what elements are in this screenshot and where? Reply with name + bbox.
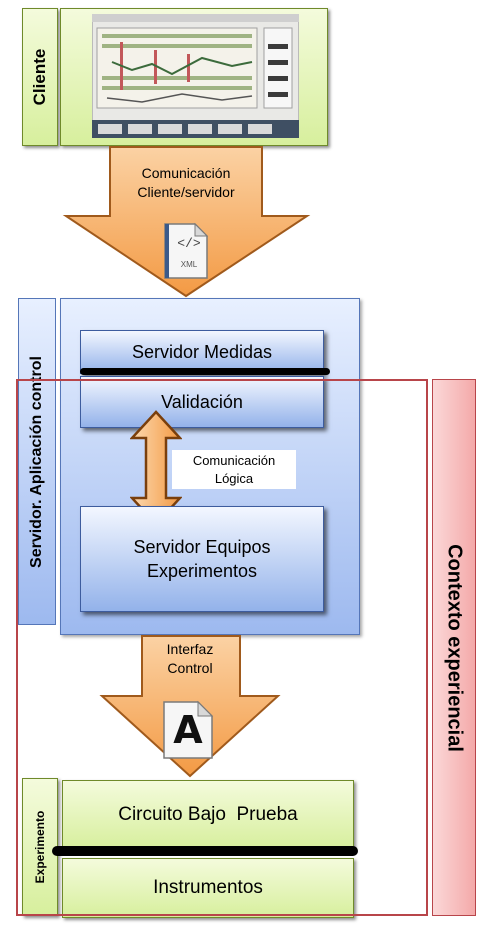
comm-client-server-label: Comunicación Cliente/servidor	[100, 164, 272, 202]
comm-logica-line1: Comunicación	[192, 453, 276, 468]
client-screenshot-image	[92, 14, 299, 138]
instrumentos-box: Instrumentos	[62, 858, 354, 918]
servidor-label-box: Servidor. Aplicación control	[18, 298, 56, 625]
interfaz-control-label: Interfaz Control	[140, 640, 240, 678]
validacion-label: Validación	[161, 391, 243, 412]
comm-logica-label: Comunicación Lógica	[172, 450, 296, 490]
circuito-label: Circuito Bajo Prueba	[118, 804, 298, 825]
servidor-medidas-label: Servidor Medidas	[131, 341, 273, 362]
xml-icon-text: XML	[180, 260, 198, 269]
contexto-region-outline	[16, 379, 428, 916]
interfaz-line2: Control	[167, 659, 213, 676]
servidor-equipos-box: Servidor Equipos Experimentos	[80, 506, 324, 612]
cliente-label-box: Cliente	[22, 8, 58, 146]
medidas-divider	[80, 368, 330, 375]
xml-glyph: </>	[177, 236, 201, 251]
interfaz-line1: Interfaz	[166, 641, 214, 657]
comm-client-server-line2: Cliente/servidor	[137, 183, 235, 200]
xml-file-icon: </> XML	[163, 222, 209, 280]
font-glyph: A	[173, 708, 203, 752]
servidor-medidas-box: Servidor Medidas	[80, 330, 324, 374]
font-file-icon: A	[162, 700, 214, 760]
comm-logica-line2: Lógica	[214, 470, 254, 486]
contexto-label: Contexto experiencial	[443, 543, 466, 752]
contexto-label-box: Contexto experiencial	[432, 379, 476, 916]
servidor-equipos-line2: Experimentos	[146, 561, 258, 581]
validacion-box: Validación	[80, 376, 324, 428]
servidor-equipos-line1: Servidor Equipos	[133, 536, 271, 557]
comm-client-server-line1: Comunicación	[141, 165, 231, 181]
experimento-divider	[52, 846, 358, 856]
instrumentos-label: Instrumentos	[153, 877, 263, 898]
